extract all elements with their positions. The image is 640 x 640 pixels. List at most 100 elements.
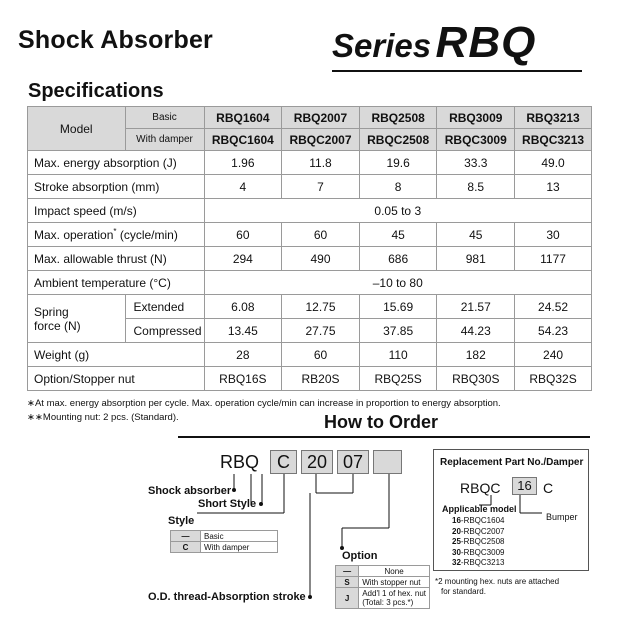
model-part: -RBQC2007 <box>460 526 505 536</box>
model-label: Model <box>27 106 126 151</box>
order-code-stroke-box: 07 <box>337 450 369 474</box>
weight-label: Weight (g) <box>27 342 205 367</box>
table-cell: 60 <box>281 342 360 367</box>
table-row: Compressed 13.45 27.75 37.85 44.23 54.23 <box>28 318 592 343</box>
option-desc: With stopper nut <box>358 576 430 588</box>
order-code-size-box: 20 <box>301 450 333 474</box>
damper-label: With damper <box>124 128 205 151</box>
table-row: Weight (g) 28 60 110 182 240 <box>27 342 592 367</box>
model-size: 16 <box>452 516 461 525</box>
table-row: C With damper <box>170 541 278 553</box>
table-cell: 4 <box>203 174 283 199</box>
table-cell: 182 <box>436 342 516 367</box>
table-cell: 15.69 <box>358 294 438 319</box>
table-cell: 49.0 <box>514 150 592 175</box>
label-option: Option <box>342 550 378 562</box>
table-row: Option/Stopper nut RBQ16S RB20S RBQ25S R… <box>27 366 592 391</box>
list-item: 25-RBQC2508 <box>452 537 504 548</box>
table-cell: RBQ16S <box>203 366 283 391</box>
series-name: RBQ <box>435 18 537 67</box>
table-cell: 8.5 <box>436 174 516 199</box>
model-size: 32 <box>452 558 461 567</box>
table-row: Max. energy absorption (J) 1.96 11.8 19.… <box>27 150 592 175</box>
table-cell: –10 to 80 <box>203 270 593 295</box>
table-cell: 54.23 <box>514 318 592 343</box>
list-item: 32-RBQC3213 <box>452 558 504 569</box>
label-od-thread: O.D. thread-Absorption stroke <box>148 591 306 603</box>
table-cell: 490 <box>281 246 360 271</box>
how-to-order-rule <box>178 436 590 438</box>
style-key: C <box>170 541 201 553</box>
table-cell: 13.45 <box>203 318 283 343</box>
style-desc: Basic <box>200 530 278 542</box>
replacement-title: Replacement Part No./Damper <box>440 457 584 468</box>
extended-label: Extended <box>124 294 205 319</box>
order-code-prefix: RBQ <box>220 452 260 472</box>
stroke-label: Stroke absorption (mm) <box>27 174 205 199</box>
basic-model: RBQ1604 <box>203 106 283 129</box>
order-code-option-box <box>373 450 402 474</box>
order-code-style-box: C <box>270 450 297 474</box>
damper-model: RBQC3213 <box>514 128 592 151</box>
basic-label: Basic <box>124 106 205 129</box>
table-cell: 981 <box>436 246 516 271</box>
table-cell: RBQ32S <box>514 366 592 391</box>
list-item: 20-RBQC2007 <box>452 527 504 538</box>
style-desc: With damper <box>200 541 278 553</box>
basic-model: RBQ3009 <box>436 106 516 129</box>
table-row: Ambient temperature (°C) –10 to 80 <box>27 270 593 295</box>
table-row: S With stopper nut <box>334 576 430 588</box>
table-row: — Basic <box>170 530 278 542</box>
applicable-model-label: Applicable model <box>442 504 517 514</box>
operation-mark: * <box>113 227 117 236</box>
style-table: — Basic C With damper <box>170 530 278 553</box>
thrust-label: Max. allowable thrust (N) <box>27 246 205 271</box>
compressed-label: Compressed <box>124 318 205 343</box>
applicable-model-list: 16-RBQC1604 20-RBQC2007 25-RBQC2508 30-R… <box>452 516 504 569</box>
label-short-style: Short Style <box>198 498 257 510</box>
connector-dot <box>232 488 236 492</box>
basic-model: RBQ2007 <box>281 106 360 129</box>
connector-dot <box>340 546 344 550</box>
model-size: 20 <box>452 526 461 536</box>
model-size: 30 <box>452 547 461 557</box>
energy-label: Max. energy absorption (J) <box>27 150 205 175</box>
table-cell: RB20S <box>281 366 360 391</box>
option-desc-line1: Add'l 1 of hex. nut <box>362 589 426 598</box>
table-cell: RBQ30S <box>436 366 516 391</box>
spring-label-line2: force (N) <box>34 318 81 333</box>
footnote-mounting: ∗∗Mounting nut: 2 pcs. (Standard). <box>27 412 179 423</box>
specifications-table: Model Basic RBQ1604 RBQ2007 RBQ2508 RBQ3… <box>27 106 593 391</box>
table-row: Model Basic RBQ1604 RBQ2007 RBQ2508 RBQ3… <box>27 106 592 151</box>
model-part: -RBQC2508 <box>460 537 505 546</box>
replacement-part-box: Replacement Part No./Damper RBQC 16 C Ap… <box>433 449 589 571</box>
table-cell: 33.3 <box>436 150 516 175</box>
operation-label-text: Max. operation <box>34 228 114 242</box>
option-desc-line2: (Total: 3 pcs.*) <box>362 598 414 607</box>
label-shock-absorber: Shock absorber <box>148 485 232 497</box>
footnote-energy: ∗At max. energy absorption per cycle. Ma… <box>27 398 501 409</box>
list-item: 30-RBQC3009 <box>452 548 504 559</box>
table-row: — None <box>334 565 430 577</box>
series-underline <box>332 70 582 72</box>
option-desc: Add'l 1 of hex. nut (Total: 3 pcs.*) <box>358 587 430 609</box>
table-cell: 45 <box>436 222 516 247</box>
option-desc: None <box>358 565 430 577</box>
option-key: S <box>334 576 360 588</box>
table-cell: 60 <box>281 222 360 247</box>
option-key: J <box>334 587 360 609</box>
mounting-note: *2 mounting hex. nuts are attached for s… <box>435 577 559 597</box>
replacement-size-box: 16 <box>512 477 537 495</box>
connector-dot <box>259 502 263 506</box>
bumper-label: Bumper <box>546 512 578 522</box>
table-cell: 45 <box>358 222 438 247</box>
table-cell: 13 <box>514 174 592 199</box>
table-row: J Add'l 1 of hex. nut (Total: 3 pcs.*) <box>334 587 430 609</box>
table-cell: 110 <box>358 342 438 367</box>
label-style: Style <box>168 515 195 527</box>
basic-model: RBQ3213 <box>514 106 592 129</box>
series-prefix: Series <box>332 27 432 64</box>
basic-model: RBQ2508 <box>358 106 438 129</box>
option-key: — <box>334 565 360 577</box>
option-table: — None S With stopper nut J Add'l 1 of h… <box>334 565 430 609</box>
